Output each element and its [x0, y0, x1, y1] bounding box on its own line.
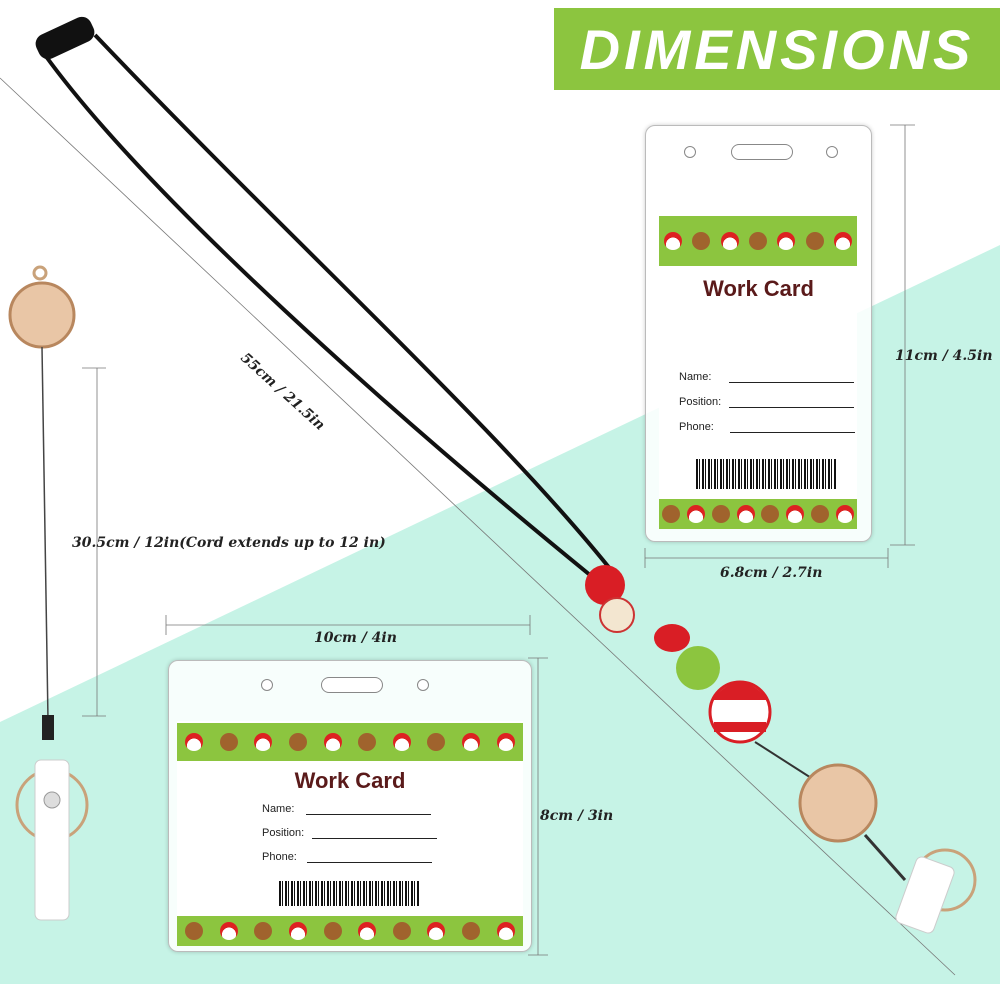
vertical-card-height-label: 11cm / 4.5in — [895, 348, 993, 364]
badge-strap-right — [895, 856, 955, 934]
phone-field: Phone: — [262, 851, 432, 863]
snowman-charm — [708, 680, 772, 744]
name-field: Name: — [679, 371, 855, 383]
top-decor-band — [659, 216, 857, 266]
lanyard — [43, 33, 617, 577]
horizontal-card-width-label: 10cm / 4in — [314, 630, 397, 646]
vertical-badge-holder: Work Card Name: Position: Phone: — [645, 125, 872, 542]
header-title: DIMENSIONS — [579, 17, 975, 81]
top-decor-band — [177, 723, 523, 761]
horizontal-card-height-label: 8cm / 3in — [540, 808, 614, 824]
red-disc-bead — [654, 624, 690, 652]
retractable-cord — [41, 346, 49, 721]
badge-reel-right — [798, 763, 878, 843]
bottom-decor-band — [659, 499, 857, 529]
barcode — [279, 881, 419, 906]
green-bead — [676, 646, 720, 690]
red-bead — [585, 565, 625, 605]
position-field: Position: — [262, 827, 438, 839]
lanyard-clasp — [35, 16, 95, 60]
card-title: Work Card — [703, 276, 814, 301]
position-field: Position: — [679, 396, 855, 408]
vertical-card-width-label: 6.8cm / 2.7in — [720, 565, 823, 581]
cord-length-label: 30.5cm / 12in(Cord extends up to 12 in) — [72, 535, 386, 551]
badge-strap-left — [34, 759, 70, 921]
badge-reel-left — [8, 281, 76, 349]
bottom-decor-band — [177, 916, 523, 946]
card-title: Work Card — [294, 768, 406, 793]
patterned-bead — [599, 597, 635, 633]
dimensions-header: DIMENSIONS — [554, 8, 1000, 90]
phone-field: Phone: — [679, 421, 855, 433]
lanyard-dimension-line — [0, 77, 956, 976]
name-field: Name: — [262, 803, 432, 815]
horizontal-badge-holder: Work Card Name: Position: Phone: — [168, 660, 532, 952]
barcode — [696, 459, 836, 489]
